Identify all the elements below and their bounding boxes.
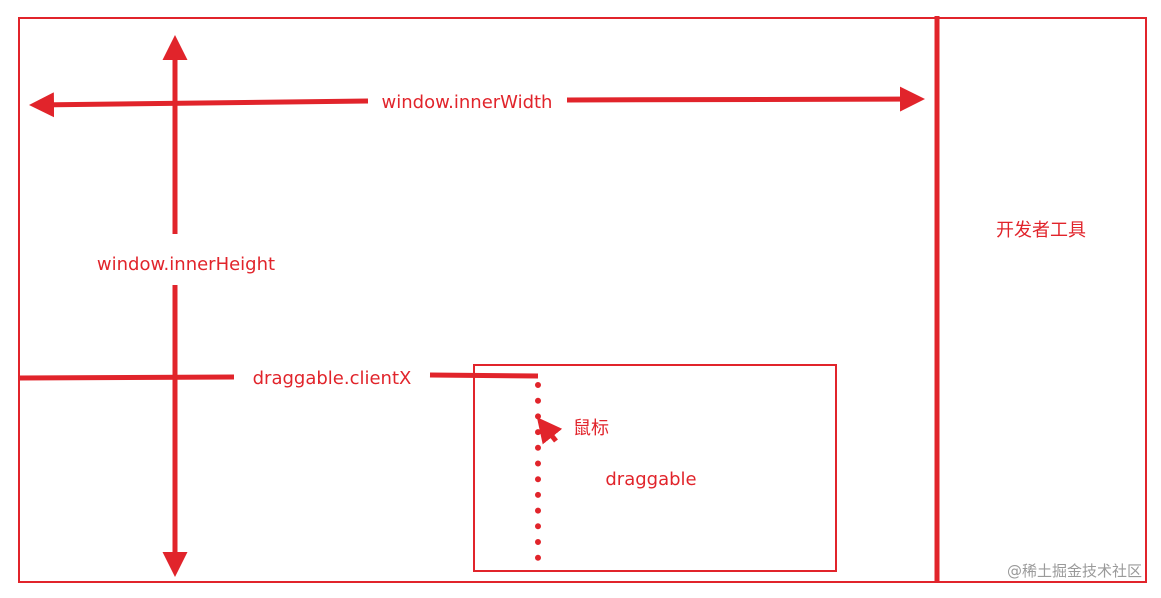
devtools-label: 开发者工具: [996, 220, 1086, 241]
inner-width-label: window.innerWidth: [382, 92, 553, 113]
browser-window-frame: [18, 17, 1147, 583]
inner-width-arrow-right: [566, 86, 925, 112]
draggable-label: draggable: [605, 469, 696, 490]
client-x-label: draggable.clientX: [253, 368, 412, 389]
client-x-line-left: [18, 374, 235, 381]
client-x-line-right: [429, 372, 539, 379]
inner-width-arrow-left: [29, 92, 369, 118]
mouse-label: 鼠标: [573, 418, 609, 439]
inner-height-label: window.innerHeight: [97, 254, 275, 275]
draggable-box: [473, 364, 837, 572]
watermark-text: @稀土掘金技术社区: [1007, 562, 1142, 580]
mouse-pointer-arrow: [536, 417, 563, 445]
